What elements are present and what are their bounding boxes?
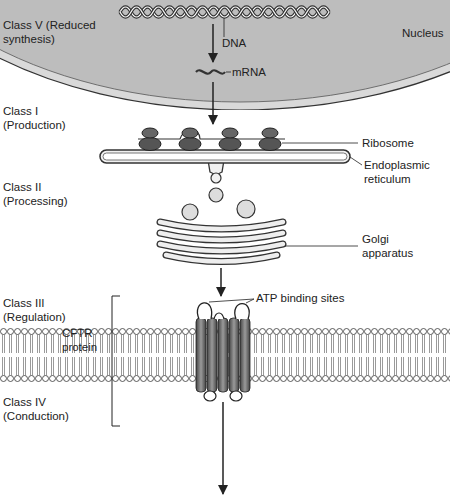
class-label: Class IV (Conduction)	[3, 395, 83, 423]
dna-strand	[120, 7, 329, 17]
protein-domain	[204, 391, 216, 401]
ribosome-small	[222, 128, 238, 138]
leader-line	[246, 299, 254, 303]
golgi-cisterna	[160, 222, 283, 229]
structure-label: DNA	[222, 36, 262, 50]
atp-binding-loop	[197, 303, 211, 319]
dna-strand	[120, 7, 329, 17]
structure-label: Endoplasmic reticulum	[364, 158, 444, 186]
ribosome-large	[139, 138, 161, 151]
structure-label: mRNA	[232, 65, 272, 79]
dna-strand	[120, 7, 329, 17]
ribosome-group	[139, 128, 281, 151]
golgi-cisterna	[160, 244, 283, 251]
structure-label: ATP binding sites	[256, 291, 376, 305]
golgi-cisterna	[160, 222, 283, 229]
nucleoplasm	[0, 0, 450, 102]
dna-helix	[120, 7, 329, 17]
er-bud	[211, 173, 221, 183]
transmembrane-helix	[240, 318, 250, 392]
ribosome-large	[179, 138, 201, 151]
golgi-cisterna	[160, 244, 283, 251]
vesicle	[237, 200, 255, 218]
transmembrane-helix	[196, 318, 206, 392]
class-label: Class II (Processing)	[3, 180, 83, 208]
leader-line	[209, 299, 254, 302]
class-label: Class III (Regulation)	[3, 296, 83, 324]
transmembrane-helix	[218, 318, 228, 392]
flow-arrow	[212, 24, 214, 62]
ribosome-large	[219, 138, 241, 151]
vesicle	[209, 188, 223, 202]
ribosome-large	[259, 138, 281, 151]
protein-domain	[230, 391, 242, 401]
dna-strand	[120, 7, 329, 17]
flow-arrow	[220, 268, 222, 296]
nucleus-label: Nucleus	[402, 26, 450, 40]
class-label: Class V (Reduced synthesis)	[3, 18, 98, 46]
leader-line	[285, 246, 358, 247]
cftr-protein	[196, 303, 250, 401]
nuclear-envelope	[0, 0, 450, 110]
bracket	[112, 296, 120, 426]
structure-label: CFTR protein	[62, 326, 107, 354]
structure-label: Golgi apparatus	[362, 232, 424, 260]
protein-loop	[214, 313, 224, 319]
mrna-strand	[196, 70, 225, 73]
ribosome-small	[262, 128, 278, 138]
flow-arrow	[222, 402, 224, 494]
leader-line	[282, 143, 358, 144]
golgi-stack	[160, 222, 283, 262]
ribosome-small	[182, 128, 198, 138]
golgi-cisterna	[160, 233, 283, 240]
class-label: Class I (Production)	[3, 104, 83, 132]
leader-line	[224, 18, 225, 37]
golgi-cisterna	[166, 255, 277, 262]
leader-line	[226, 72, 231, 73]
transmembrane-helix	[229, 318, 239, 392]
golgi-cisterna	[160, 233, 283, 240]
vesicle	[182, 204, 198, 220]
leader-line	[350, 157, 362, 165]
ribosome-small	[142, 128, 158, 138]
flow-arrow	[212, 82, 214, 124]
atp-binding-loop	[235, 304, 249, 319]
golgi-cisterna	[166, 255, 277, 262]
er-membrane	[100, 150, 350, 163]
er-lumen	[103, 153, 347, 160]
transmembrane-helix	[207, 318, 217, 392]
structure-label: Ribosome	[362, 136, 442, 150]
